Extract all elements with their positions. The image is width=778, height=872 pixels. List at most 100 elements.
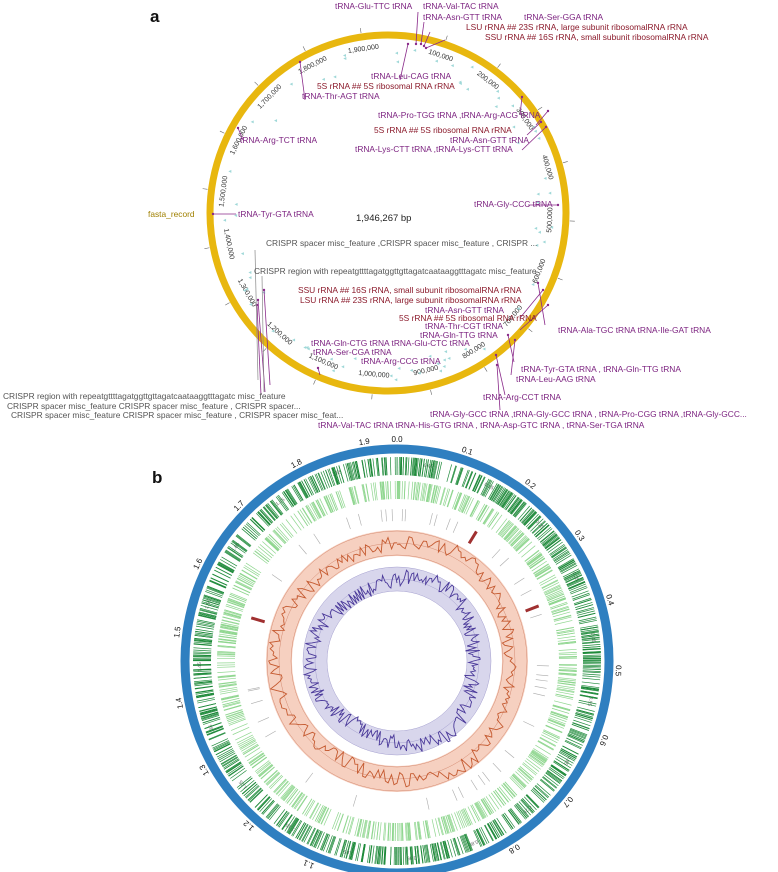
gene-mark <box>542 776 557 789</box>
gene-mark <box>256 513 269 527</box>
gene-mark <box>201 602 219 609</box>
gene-mark <box>505 495 517 511</box>
gene-mark <box>309 802 320 819</box>
gene-mark <box>422 820 427 839</box>
gene-mark <box>256 762 272 775</box>
gene-mark <box>236 578 254 588</box>
leader-end <box>556 203 560 207</box>
gene-mark <box>570 587 588 595</box>
gene-mark <box>209 580 227 589</box>
gene-mark <box>581 681 600 685</box>
gene-mark <box>409 846 412 865</box>
rna-mark <box>404 509 407 522</box>
gene-mark <box>556 688 575 692</box>
gene-mark <box>218 684 237 688</box>
leader-line <box>519 289 544 319</box>
gene-mark <box>235 731 252 741</box>
gene-mark <box>203 595 221 603</box>
gene-mark <box>426 844 431 863</box>
gene-mark <box>332 467 339 485</box>
gene-mark <box>219 631 238 636</box>
label-crispr-region-inner: CRISPR region with repeatgttttagatggttgt… <box>254 266 537 276</box>
gene-mark <box>572 722 590 730</box>
gene-mark <box>206 587 224 595</box>
gene-mark <box>462 834 470 852</box>
gene-mark <box>203 594 222 601</box>
gene-mark <box>193 673 212 676</box>
gene-mark <box>553 700 572 706</box>
gene-mark <box>422 483 427 502</box>
ring-a-tick-mark <box>254 81 259 86</box>
gene-mark <box>348 841 354 860</box>
gene-mark <box>251 517 265 531</box>
gene-mark <box>256 796 270 810</box>
gene-mark <box>206 727 224 735</box>
gene-mark <box>509 498 521 513</box>
gene-mark <box>543 535 559 547</box>
rna-mark <box>530 614 542 619</box>
gene-mark <box>464 834 472 852</box>
gene-mark <box>494 487 505 504</box>
gene-mark <box>303 479 313 496</box>
gene-mark <box>370 821 375 840</box>
gene-mark <box>533 748 549 759</box>
gene-mark <box>473 830 482 848</box>
gene-mark <box>519 507 532 522</box>
gene-mark <box>414 846 417 865</box>
gene-mark <box>549 601 568 609</box>
gene-mark <box>582 647 601 650</box>
gene-mark <box>503 782 516 797</box>
rna-mark <box>251 700 263 704</box>
gene-mark <box>567 578 584 587</box>
gene-mark <box>506 528 520 543</box>
label-leader-lines <box>211 11 560 411</box>
feature-glyph <box>496 96 500 100</box>
gene-mark <box>381 457 384 476</box>
gene-mark <box>193 640 212 643</box>
gene-mark <box>410 457 413 476</box>
scale-minor-tick-label: 0.25 <box>534 519 545 530</box>
gene-mark <box>193 647 212 650</box>
gene-mark <box>247 750 263 762</box>
gene-mark <box>412 457 415 476</box>
gene-mark <box>478 827 488 845</box>
gene-mark <box>582 665 601 668</box>
gene-mark <box>235 581 252 590</box>
gene-mark <box>418 821 422 840</box>
leader-end <box>419 42 423 46</box>
ring-a-tick-label: 500,000 <box>546 207 554 233</box>
feature-glyph <box>292 338 296 342</box>
gene-mark <box>545 724 563 733</box>
gene-mark <box>515 537 529 551</box>
gene-mark <box>568 733 586 741</box>
feature-glyph <box>396 60 400 64</box>
feature-glyph <box>428 354 432 358</box>
gene-mark <box>580 624 598 629</box>
gene-mark <box>549 543 565 555</box>
gene-mark <box>487 822 498 840</box>
gene-mark <box>407 822 410 841</box>
gene-mark <box>470 805 480 822</box>
gene-mark <box>528 556 544 568</box>
gene-mark <box>222 757 239 768</box>
gene-mark <box>252 552 268 564</box>
gene-mark <box>245 523 260 537</box>
gene-mark <box>562 745 579 755</box>
gene-mark <box>493 791 505 806</box>
gene-mark <box>366 820 371 839</box>
gene-mark <box>337 490 344 509</box>
rna-mark <box>271 574 283 582</box>
gene-mark <box>420 845 424 864</box>
label-ssu-rrna-lower: SSU rRNA ## 16S rRNA, small subunit ribo… <box>298 285 522 295</box>
gene-mark <box>254 794 268 808</box>
gene-mark <box>223 612 241 619</box>
gene-mark <box>410 846 413 865</box>
gene-mark <box>406 846 408 865</box>
gene-mark <box>572 594 591 601</box>
rna-mark <box>313 533 321 545</box>
gene-mark <box>381 846 384 865</box>
feature-glyph <box>242 288 246 292</box>
gene-mark <box>515 538 530 552</box>
gene-mark <box>579 694 598 699</box>
ring-a-tick-mark <box>302 46 306 51</box>
